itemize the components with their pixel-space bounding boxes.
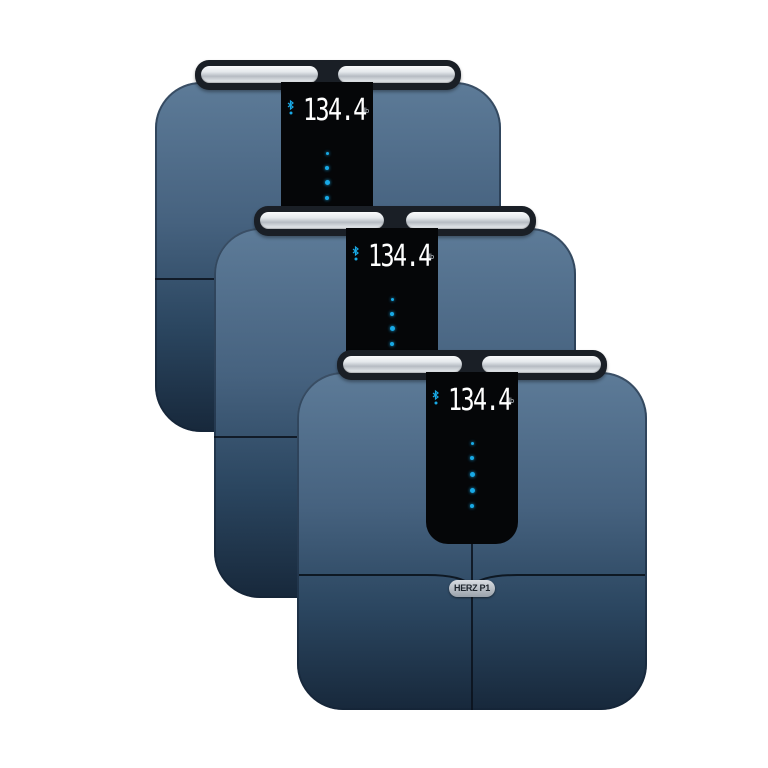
scale-front: 134.4 lb HERZ P1 [297,350,647,710]
indicator-dot [324,180,330,185]
lcd-display: 134.4 lb [426,372,518,544]
weight-readout: 134.4 [303,93,367,128]
brand-badge: HERZ P1 [449,580,495,597]
indicator-dot [470,504,474,508]
left-grip-electrode [260,212,385,229]
indicator-dot [390,312,394,316]
right-grip-electrode [482,356,601,373]
indicator-dot [470,442,474,445]
bluetooth-icon [432,389,439,405]
indicator-dot [390,342,394,346]
weight-unit: lb [508,398,514,405]
right-grip-electrode [337,66,455,83]
indicator-dot [390,298,394,301]
indicator-dot [469,472,475,477]
indicator-dot [470,456,474,460]
indicator-dot [325,166,329,170]
indicator-dot [325,152,329,155]
indicator-dot [389,326,395,331]
bluetooth-icon [287,99,294,115]
indicator-dot [469,488,475,493]
bluetooth-icon [352,245,359,261]
weight-readout: 134.4 [368,239,432,274]
platform-seam-vertical [471,540,473,710]
weight-readout: 134.4 [448,383,512,418]
left-grip-electrode [201,66,319,83]
left-grip-electrode [343,356,462,373]
right-grip-electrode [405,212,530,229]
weight-unit: lb [428,254,434,261]
weight-unit: lb [363,108,369,115]
indicator-dot [325,196,329,200]
scale-handle [195,60,461,90]
